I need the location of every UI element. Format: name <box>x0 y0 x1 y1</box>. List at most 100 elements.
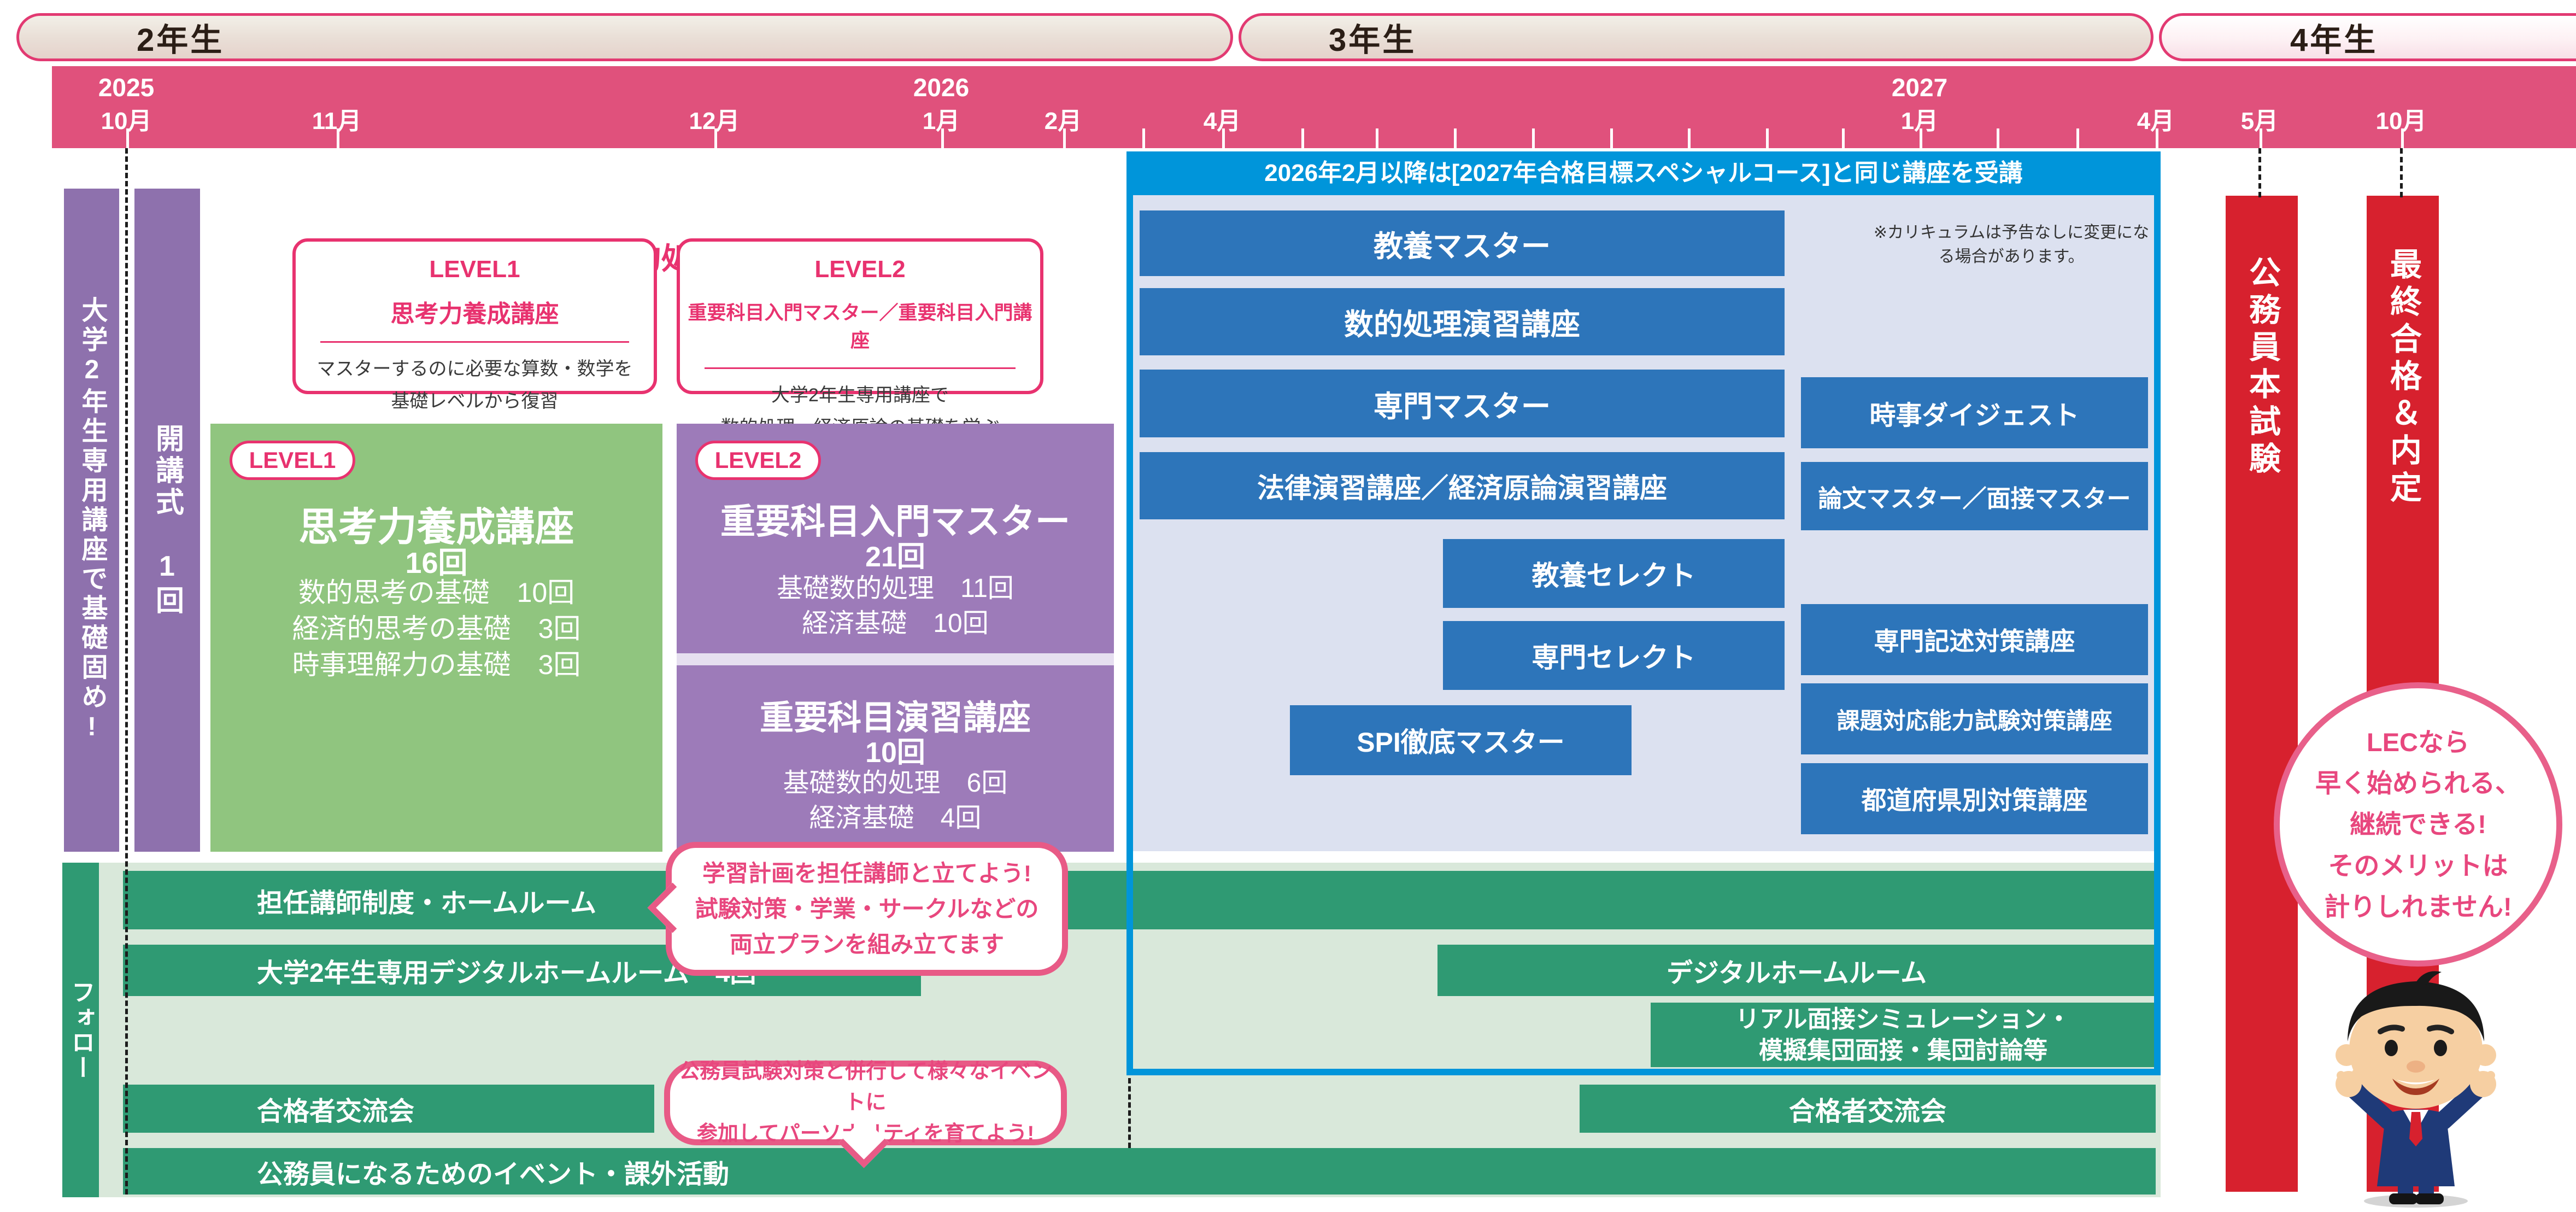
thinking-course-item: 数的思考の基礎 10回 <box>298 577 575 608</box>
timeline-tick <box>126 128 129 148</box>
thinking-course-badge: LEVEL1 <box>230 441 355 480</box>
level2-course-name: 重要科目入門マスター／重要科目入門講座 <box>688 302 1032 352</box>
timeline-tick <box>1688 128 1691 148</box>
timeline-tick <box>1532 128 1535 148</box>
timeline-tick <box>1997 128 1999 148</box>
lec-line2: 早く始められる、 <box>2315 769 2521 798</box>
important-exercise-item: 経済基礎 4回 <box>809 804 982 833</box>
study-plan-bubble: 学習計画を担任講師と立てよう! 試験対策・学業・サークルなどの 両立プランを組み… <box>666 842 1068 976</box>
course-kyoyo-master: 教養マスター <box>1140 210 1785 276</box>
bubble2-line1: 公務員試験対策と併行して様々なイベントに <box>679 1060 1052 1114</box>
row-kouryu-left: 合格者交流会 <box>123 1085 654 1133</box>
timeline-year-label: 2026 <box>913 73 970 102</box>
timeline-month-label: 1月 <box>922 108 960 134</box>
timeline-year-label: 2025 <box>98 73 155 102</box>
grade-pill-4th: 4年生 <box>2159 13 2576 61</box>
level2-desc-line1: 大学2年生専用講座で <box>771 385 949 406</box>
guide-line-oct2027 <box>2400 148 2403 197</box>
row-digital-2nd-label: 大学2年生専用デジタルホームルーム 4回 <box>257 959 756 988</box>
mascot-illustration <box>2336 971 2496 1208</box>
main-exam-label: 公務員本試験 <box>2244 256 2280 479</box>
timeline-tick <box>1766 128 1769 148</box>
follow-label: フォロー <box>67 980 95 1080</box>
row-kouryu-right: 合格者交流会 <box>1580 1085 2156 1133</box>
level1-course-name: 思考力養成講座 <box>390 301 559 327</box>
timeline-tick <box>1063 128 1066 148</box>
course-senmon-master: 専門マスター <box>1140 370 1785 437</box>
timeline-tick <box>2076 128 2079 148</box>
timeline-month-label: 11月 <box>312 108 362 134</box>
timeline-tick <box>1842 128 1845 148</box>
timeline-month-label: 2月 <box>1044 108 1082 134</box>
guide-line-may <box>2258 148 2261 197</box>
timeline-tick <box>1454 128 1457 148</box>
timeline-year-label: 2027 <box>1891 73 1948 102</box>
main-exam-bar: 公務員本試験 <box>2226 196 2298 1192</box>
grade-3-label: 3年生 <box>1329 22 1417 58</box>
course-senmon-select: 専門セレクト <box>1443 621 1785 690</box>
course-todofuken: 都道府県別対策講座 <box>1801 763 2148 834</box>
important-exercise-title: 重要科目演習講座 <box>759 699 1031 737</box>
thinking-course-title: 思考力養成講座 <box>298 506 574 549</box>
timeline-month-label: 12月 <box>689 108 740 134</box>
lec-line3: 継続できる! <box>2350 810 2486 839</box>
row-kouryu-left-label: 合格者交流会 <box>257 1097 415 1126</box>
important-master-title: 重要科目入門マスター <box>720 502 1070 541</box>
timeline-tick <box>1920 128 1922 148</box>
course-kyoyo-select: 教養セレクト <box>1443 539 1785 608</box>
important-master-item: 基礎数的処理 11回 <box>777 574 1014 603</box>
foundation-label: 大学2年生専用講座で基礎固め! <box>77 296 107 745</box>
row-event: 公務員になるためのイベント・課外活動 <box>123 1148 2156 1195</box>
row-real-interview: リアル面接シミュレーション・ 模擬集団面接・集団討論等 <box>1651 1003 2156 1067</box>
lec-line5: 計りしれません! <box>2324 892 2512 921</box>
timeline-tick <box>2156 128 2158 148</box>
divider <box>320 341 629 343</box>
timeline-tick <box>337 128 339 148</box>
timeline-tick <box>2401 128 2404 148</box>
important-exercise-count: 10回 <box>865 737 925 769</box>
bubble1-line2: 試験対策・学業・サークルなどの <box>695 895 1039 922</box>
lec-line1: LECなら <box>2367 728 2469 757</box>
timeline-tick <box>1142 128 1145 148</box>
opening-ceremony-bar: 開講式 1回 <box>134 189 200 852</box>
important-exercise-item: 基礎数的処理 6回 <box>783 769 1008 798</box>
divider <box>705 367 1016 369</box>
level1-info-card: LEVEL1 思考力養成講座 マスターするのに必要な算数・数学を 基礎レベルから… <box>292 238 657 412</box>
timeline-tick <box>714 128 717 148</box>
important-master-count: 21回 <box>865 541 925 573</box>
timeline-month-label: 4月 <box>2137 108 2175 134</box>
thinking-course-box <box>210 424 662 852</box>
timeline-month-label: 4月 <box>1203 108 1241 134</box>
final-pass-label: 最終合格＆内定 <box>2385 248 2421 508</box>
level1-badge: LEVEL1 <box>429 256 520 283</box>
thinking-course-item: 経済的思考の基礎 3回 <box>292 613 581 644</box>
course-suteki-enshu: 数的処理演習講座 <box>1140 288 1785 355</box>
follow-bar: フォロー <box>62 863 99 1197</box>
course-kijutsu: 専門記述対策講座 <box>1801 604 2148 675</box>
course-ronbun: 論文マスター／面接マスター <box>1801 462 2148 530</box>
bubble1-line1: 学習計画を担任講師と立てよう! <box>702 860 1031 886</box>
row-tannin: 担任講師制度・ホームルーム <box>123 871 2156 929</box>
level2-badge: LEVEL2 <box>814 256 906 283</box>
important-master-item: 経済基礎 10回 <box>802 609 989 638</box>
timeline-tick <box>1301 128 1304 148</box>
purple-divider <box>677 653 1114 665</box>
timeline-tick <box>2260 128 2262 148</box>
bubble1-line3: 両立プランを組み立てます <box>730 932 1004 958</box>
course-jiji: 時事ダイジェスト <box>1801 377 2148 448</box>
grade-pill-2nd: 2年生 <box>16 13 1233 61</box>
important-exercise-box <box>677 665 1114 852</box>
timeline-month-label: 10月 <box>2375 108 2427 134</box>
timeline-tick <box>1222 128 1225 148</box>
timeline-month-label: 5月 <box>2240 108 2279 134</box>
course-spi: SPI徹底マスター <box>1290 705 1632 775</box>
timeline-tick <box>1610 128 1613 148</box>
opening-ceremony-label: 開講式 1回 <box>151 423 183 617</box>
level1-desc-line2: 基礎レベルから復習 <box>391 391 559 412</box>
timeline-month-label: 1月 <box>1900 108 1939 134</box>
guide-line-oct2025 <box>125 148 128 1195</box>
row-digital: デジタルホームルーム <box>1437 945 2156 996</box>
course-kadai: 課題対応能力試験対策講座 <box>1801 683 2148 754</box>
